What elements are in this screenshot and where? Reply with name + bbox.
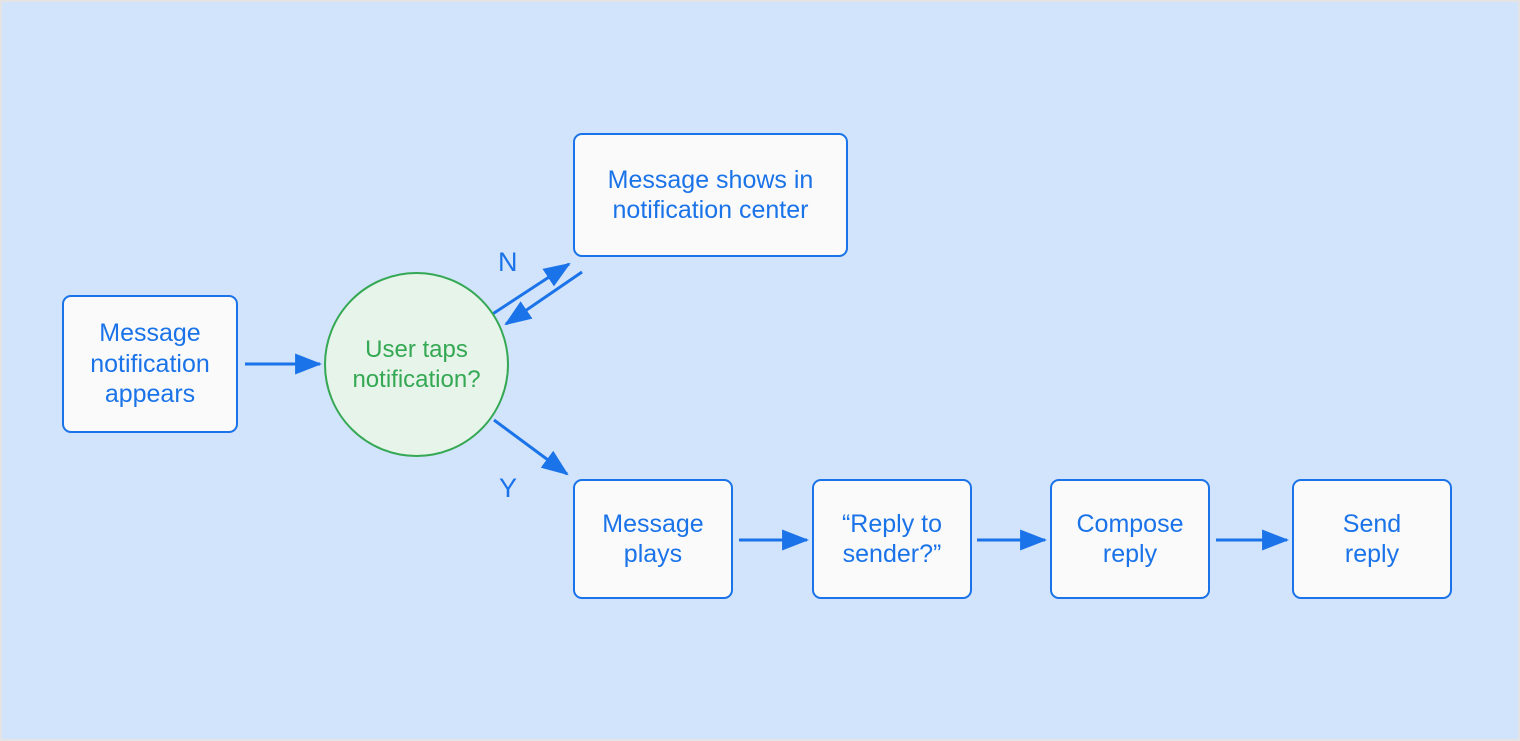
node-label: Message plays [602, 509, 704, 569]
node-label: User taps notification? [352, 336, 481, 393]
edge-decision-to-message-plays [493, 418, 569, 476]
node-label: Send reply [1342, 509, 1402, 569]
edge-notification-center-to-decision [504, 270, 583, 326]
edge-label-yes: Y [499, 473, 518, 503]
node-label: Compose reply [1076, 509, 1184, 569]
node-compose-reply[interactable]: Compose reply [1050, 479, 1210, 599]
node-user-taps-notification[interactable]: User taps notification? [324, 272, 509, 457]
node-send-reply[interactable]: Send reply [1292, 479, 1452, 599]
node-message-plays[interactable]: Message plays [573, 479, 733, 599]
node-message-shows-in-notification-center[interactable]: Message shows in notification center [573, 133, 848, 257]
node-label: “Reply to sender?” [841, 509, 943, 569]
node-label: Message notification appears [90, 319, 210, 409]
node-label: Message shows in notification center [607, 165, 814, 225]
node-message-notification-appears[interactable]: Message notification appears [62, 295, 238, 433]
edge-label-no: N [498, 247, 518, 277]
node-reply-to-sender[interactable]: “Reply to sender?” [812, 479, 972, 599]
